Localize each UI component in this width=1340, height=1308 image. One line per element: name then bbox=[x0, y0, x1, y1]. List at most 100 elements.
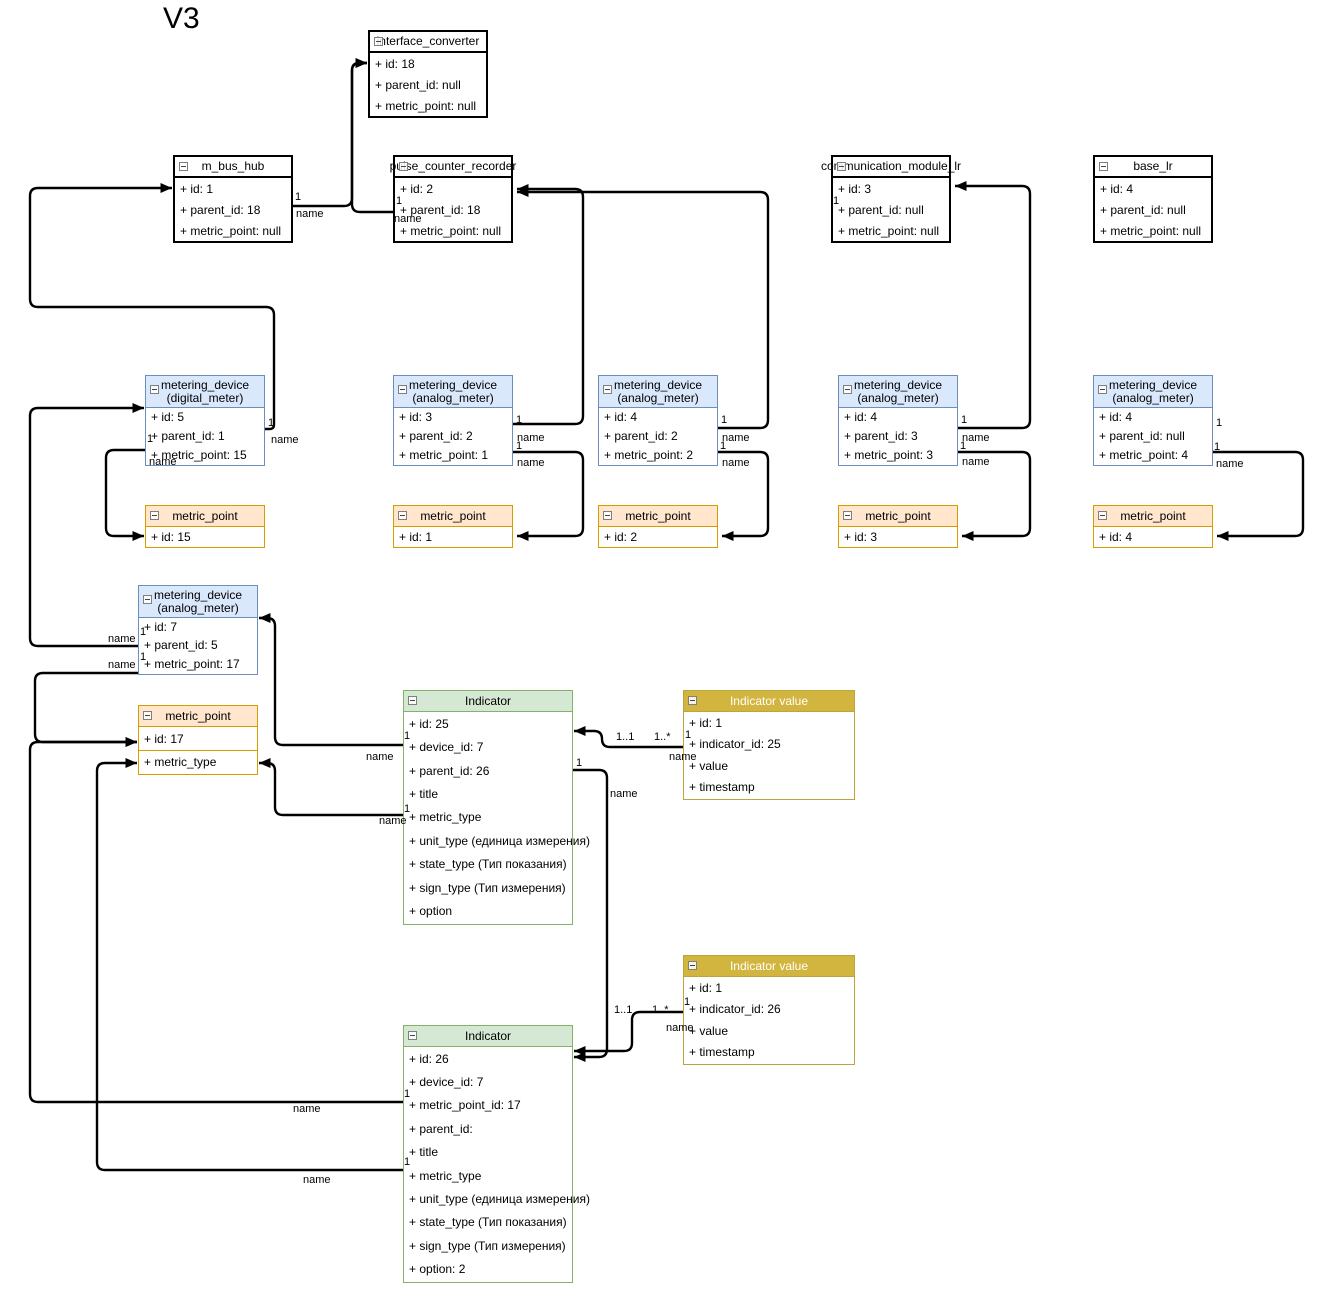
field-row[interactable]: + parent_id: null bbox=[375, 77, 461, 92]
edge-m-bus-hub-to-interface-converter[interactable] bbox=[293, 58, 367, 208]
field-row[interactable]: + sign_type (Тип измерения) bbox=[409, 1238, 566, 1253]
field-row[interactable]: + id: 3 bbox=[844, 529, 878, 544]
field-row[interactable]: + id: 4 bbox=[1099, 410, 1133, 425]
entity-header[interactable]: metric_point bbox=[839, 506, 957, 527]
edge-analog-3-to-pulse-counter[interactable] bbox=[513, 184, 585, 426]
entity-header[interactable]: metric_point bbox=[1094, 506, 1212, 527]
entity-header[interactable]: pulse_counter_recorder bbox=[390, 157, 516, 178]
field-row[interactable]: + metric_type bbox=[409, 1168, 482, 1183]
field-row[interactable]: + id: 1 bbox=[689, 715, 723, 730]
entity-base-lr[interactable]: base_lr + id: 4 + parent_id: null + metric_… bbox=[1093, 155, 1213, 243]
collapse-icon[interactable] bbox=[398, 511, 407, 520]
field-row[interactable]: + parent_id: 3 bbox=[844, 428, 918, 443]
field-row[interactable]: + parent_id: bbox=[409, 1121, 473, 1136]
edge-indicator-25-to-metric-type-17[interactable] bbox=[259, 758, 403, 817]
collapse-icon[interactable] bbox=[837, 161, 846, 171]
field-row[interactable]: + value bbox=[689, 1023, 729, 1038]
field-row[interactable]: + title bbox=[409, 1145, 439, 1160]
collapse-icon[interactable] bbox=[408, 1031, 417, 1040]
entity-indicator-25[interactable]: Indicator + id: 25 + device_id: 7 + parent_… bbox=[403, 690, 590, 925]
collapse-icon[interactable] bbox=[603, 385, 612, 394]
field-row[interactable]: + metric_point: 4 bbox=[1099, 447, 1189, 462]
edge-indicator-25-to-indicator-26[interactable] bbox=[573, 768, 609, 1062]
entity-header[interactable]: Indicator value bbox=[684, 956, 854, 977]
field-row[interactable]: + metric_point: 2 bbox=[604, 447, 694, 462]
field-row[interactable]: + id: 1 bbox=[180, 181, 214, 196]
collapse-icon[interactable] bbox=[688, 961, 697, 970]
collapse-icon[interactable] bbox=[374, 36, 383, 46]
field-row[interactable]: + id: 4 bbox=[1100, 181, 1134, 196]
field-row[interactable]: + metric_point: null bbox=[1100, 223, 1202, 238]
field-row[interactable]: + value bbox=[689, 758, 729, 773]
collapse-icon[interactable] bbox=[1098, 511, 1107, 520]
field-row[interactable]: + parent_id: 2 bbox=[604, 428, 678, 443]
collapse-icon[interactable] bbox=[179, 161, 188, 171]
field-row[interactable]: + parent_id: 26 bbox=[409, 763, 490, 778]
entity-metric-point-4[interactable]: metric_point+ id: 4 bbox=[1093, 505, 1213, 548]
field-row[interactable]: + id: 1 bbox=[399, 529, 433, 544]
edge-analog-3-to-metric-point-1[interactable] bbox=[513, 450, 585, 541]
collapse-icon[interactable] bbox=[143, 595, 152, 604]
edge-analog-7-to-metric-point-17[interactable] bbox=[33, 671, 138, 747]
entity-header[interactable]: interface_converter bbox=[370, 32, 486, 53]
entity-metric-point-2[interactable]: metric_point+ id: 2 bbox=[598, 505, 718, 548]
field-row[interactable]: + metric_point: null bbox=[375, 98, 477, 113]
field-row[interactable]: + parent_id: 2 bbox=[399, 428, 473, 443]
field-row[interactable]: + id: 2 bbox=[604, 529, 638, 544]
entity-header[interactable]: communication_module_lr bbox=[821, 157, 961, 178]
collapse-icon[interactable] bbox=[1099, 161, 1108, 171]
field-row[interactable]: + option: 2 bbox=[409, 1262, 466, 1277]
entity-header[interactable]: metering_device(analog_meter) bbox=[139, 586, 257, 618]
edge-indicator-26-to-metric-type-17[interactable] bbox=[95, 758, 403, 1172]
entity-pulse-counter-recorder[interactable]: pulse_counter_recorder+ id: 2+ parent_id… bbox=[390, 155, 516, 243]
field-row[interactable]: + id: 17 bbox=[144, 731, 184, 746]
entity-header[interactable]: metering_device(analog_meter) bbox=[599, 376, 717, 408]
entity-metric-point-17[interactable]: metric_point+ id: 17+ metric_type bbox=[138, 705, 258, 775]
field-row[interactable]: + parent_id: 18 bbox=[180, 202, 261, 217]
field-row[interactable]: + id: 5 bbox=[151, 410, 185, 425]
entity-header[interactable]: metric_point bbox=[139, 706, 257, 727]
edge-indicator-value-26-to-indicator-26[interactable] bbox=[574, 1010, 683, 1056]
entity-indicator-value-25[interactable]: Indicator value+ id: 1+ indicator_id: 25… bbox=[683, 690, 855, 800]
entity-indicator-value-26[interactable]: Indicator value+ id: 1+ indicator_id: 26… bbox=[683, 955, 855, 1065]
field-row[interactable]: + device_id: 7 bbox=[409, 1075, 484, 1090]
entity-header[interactable]: metric_point bbox=[146, 506, 264, 527]
entity-metering-device-analog-meter-4a[interactable]: metering_device(analog_meter)+ id: 4+ pa… bbox=[598, 375, 718, 466]
field-row[interactable]: + metric_point: null bbox=[180, 223, 282, 238]
collapse-icon[interactable] bbox=[843, 511, 852, 520]
entity-metering-device-analog-meter-7[interactable]: metering_device(analog_meter)+ id: 7+ pa… bbox=[138, 585, 258, 675]
field-row[interactable]: + metric_point: 1 bbox=[399, 447, 489, 462]
field-row[interactable]: + parent_id: null bbox=[1099, 428, 1185, 443]
field-row[interactable]: + parent_id: 18 bbox=[400, 202, 481, 217]
edge-indicator-25-to-analog-7[interactable] bbox=[259, 613, 403, 747]
entity-header[interactable]: Indicator bbox=[404, 1026, 572, 1047]
field-row[interactable]: + metric_point: null bbox=[400, 223, 502, 238]
entity-header[interactable]: Indicator bbox=[404, 691, 572, 712]
edge-analog-7-to-digital-meter[interactable] bbox=[28, 403, 144, 648]
field-row[interactable]: + state_type (Тип показания) bbox=[409, 857, 567, 872]
field-row[interactable]: + parent_id: null bbox=[1100, 202, 1186, 217]
field-row[interactable]: + device_id: 7 bbox=[409, 740, 484, 755]
edge-pulse-counter-to-interface-converter[interactable] bbox=[350, 58, 393, 214]
edge-indicator-26-to-metric-point-17[interactable] bbox=[28, 737, 403, 1104]
entity-header[interactable]: Indicator value bbox=[684, 691, 854, 712]
entity-header[interactable]: metering_device(analog_meter) bbox=[1094, 376, 1212, 408]
field-row[interactable]: + timestamp bbox=[689, 1045, 755, 1060]
collapse-icon[interactable] bbox=[399, 161, 408, 171]
entity-header[interactable]: metering_device(analog_meter) bbox=[394, 376, 512, 408]
field-row[interactable]: + state_type (Тип показания) bbox=[409, 1215, 567, 1230]
field-row[interactable]: + id: 3 bbox=[838, 181, 872, 196]
field-row[interactable]: + parent_id: 1 bbox=[151, 428, 225, 443]
edge-analog-4a-to-metric-point-2[interactable] bbox=[718, 450, 770, 541]
entity-metering-device-analog-meter-4c[interactable]: metering_device(analog_meter) + id: 4 + pa… bbox=[1093, 375, 1213, 466]
entity-header[interactable]: base_lr bbox=[1095, 157, 1211, 178]
field-row[interactable]: + unit_type (единица измерения) bbox=[409, 1192, 591, 1207]
edge-digital-meter-to-m-bus-hub[interactable] bbox=[28, 183, 276, 431]
edge-digital-meter-to-metric-point-15[interactable] bbox=[104, 448, 145, 541]
field-row[interactable]: + id: 1 bbox=[689, 980, 723, 995]
edge-indicator-value-25-to-indicator-25[interactable] bbox=[574, 726, 683, 749]
entity-header[interactable]: metric_point bbox=[394, 506, 512, 527]
entity-indicator-26[interactable]: Indicator+ id: 26+ device_id: 7+ metric_… bbox=[403, 1025, 591, 1283]
entity-m-bus-hub[interactable]: m_bus_hub+ id: 1+ parent_id: 18+ metric_… bbox=[173, 155, 293, 243]
field-row[interactable]: + id: 25 bbox=[409, 716, 449, 731]
